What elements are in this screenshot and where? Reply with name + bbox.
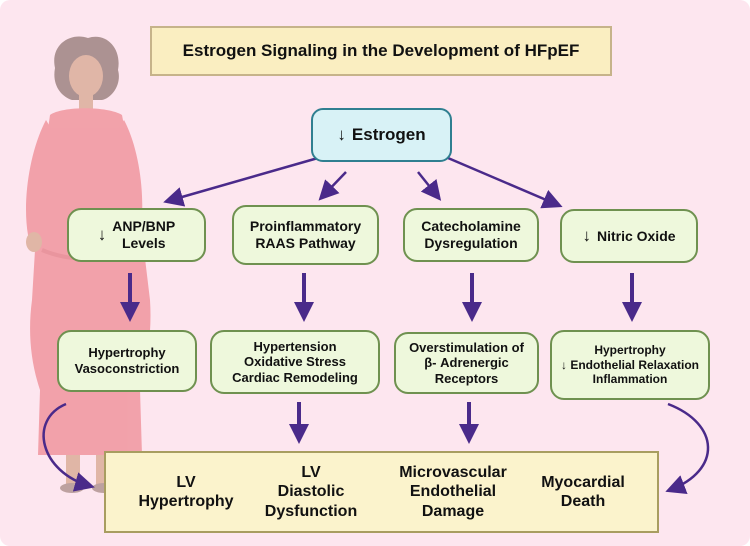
effect-line: Vasoconstriction [74, 361, 180, 376]
outcome-line: Damage [421, 502, 485, 520]
effect-hypertrophy-vasoconstriction: Hypertrophy Vasoconstriction [57, 330, 197, 392]
outcome-line: LV [176, 473, 196, 491]
effect-line: Hypertrophy [88, 345, 166, 361]
down-arrow-icon: ↓ [97, 224, 107, 244]
mechanism-line: Dysregulation [424, 235, 518, 251]
effect-line: ↓ Endothelial Relaxation [560, 357, 700, 372]
effect-arrows [289, 402, 479, 444]
mechanism-catecholamine: Catecholamine Dysregulation [403, 208, 539, 262]
mechanism-arrows [120, 273, 642, 322]
mechanism-line: RAAS Pathway [255, 235, 356, 251]
effect-line: Receptors [434, 370, 499, 386]
effect-line: Oxidative Stress [244, 354, 346, 370]
arrow-estrogen-to-nitric-oxide [447, 156, 563, 209]
effect-line: Hypertrophy [594, 343, 666, 358]
outcome-line: Dysfunction [264, 502, 358, 520]
mechanism-anp-bnp: ↓ ANP/BNP Levels [67, 208, 206, 262]
down-arrow-icon: ↓ [337, 124, 346, 144]
effect-line: Hypertension [253, 338, 337, 354]
outcomes-box: LV Hypertrophy LV Diastolic Dysfunction … [104, 451, 659, 533]
outcome-line: Endothelial [409, 483, 497, 501]
effect-line: Inflammation [592, 372, 668, 387]
outcome-line: Hypertrophy [138, 493, 234, 510]
mechanism-line: ANP/BNP [112, 218, 176, 235]
curved-arrows [42, 402, 710, 494]
outcome-line: Death [560, 493, 606, 510]
arrow-estrogen-to-catecholamine [417, 171, 442, 201]
effect-endothelial: Hypertrophy ↓ Endothelial Relaxation Inf… [550, 330, 710, 400]
mechanism-nitric-oxide: ↓ Nitric Oxide [560, 209, 698, 263]
outcome-myocardial-death: Myocardial Death [518, 453, 648, 531]
estrogen-label: Estrogen [351, 124, 426, 144]
mechanism-line: Levels [121, 235, 166, 251]
mechanism-raas: Proinflammatory RAAS Pathway [232, 205, 379, 265]
down-arrow-icon: ↓ [582, 225, 591, 245]
diagram-title: Estrogen Signaling in the Development of… [150, 26, 612, 76]
outcome-microvascular: Microvascular Endothelial Damage [388, 453, 518, 531]
effect-beta-adrenergic: Overstimulation of β- Adrenergic Recepto… [394, 332, 539, 394]
estrogen-arrows [163, 156, 563, 209]
curved-arrow-left [42, 402, 95, 492]
outcome-line: Diastolic [277, 483, 345, 501]
outcome-lv-hypertrophy: LV Hypertrophy [116, 453, 256, 531]
outcome-lv-diastolic: LV Diastolic Dysfunction [246, 453, 376, 531]
outcome-line: Myocardial [541, 473, 625, 491]
effect-line: β- Adrenergic [424, 355, 509, 371]
arrow-estrogen-to-raas [318, 171, 347, 201]
mechanism-line: Catecholamine [421, 218, 521, 235]
outcome-line: Microvascular [399, 464, 507, 482]
effect-line: Overstimulation of [409, 339, 524, 355]
mechanism-line: Proinflammatory [249, 218, 362, 235]
estrogen-node: ↓ Estrogen [311, 108, 452, 162]
mechanism-line: Nitric Oxide [596, 227, 676, 244]
outcome-line: LV [301, 464, 321, 482]
effect-hypertension: Hypertension Oxidative Stress Cardiac Re… [210, 330, 380, 394]
arrow-estrogen-to-anp [163, 156, 319, 207]
curved-arrow-right [665, 402, 710, 494]
effect-line: Cardiac Remodeling [232, 369, 358, 385]
